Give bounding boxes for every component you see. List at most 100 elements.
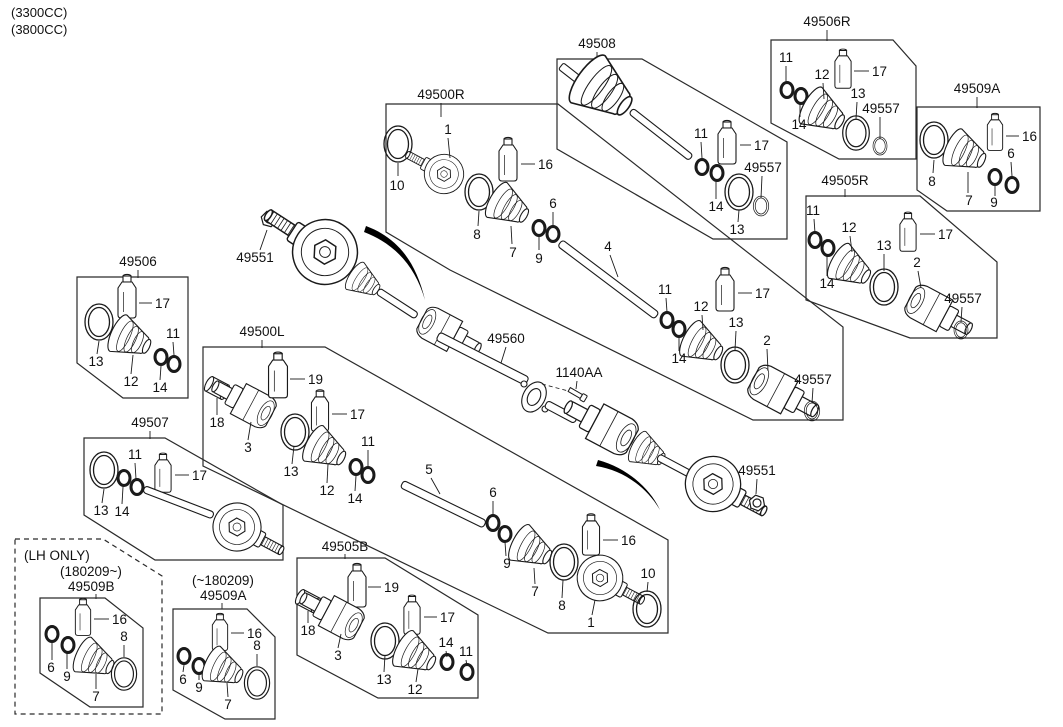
callout-9[interactable]: 9 — [535, 251, 543, 266]
callout-3[interactable]: 3 — [334, 648, 342, 663]
callout-14[interactable]: 14 — [671, 351, 687, 366]
callout-14[interactable]: 14 — [819, 276, 835, 291]
group-lh-only: (LH ONLY) (180209~) 49509B 16 6 9 7 8 — [14, 538, 163, 715]
callout-7[interactable]: 7 — [965, 193, 973, 208]
callout-13[interactable]: 13 — [283, 464, 298, 479]
callout-13[interactable]: 13 — [729, 222, 744, 237]
callout-14[interactable]: 14 — [114, 504, 130, 519]
part-number-49509A[interactable]: 49509A — [954, 81, 1001, 96]
callout-8[interactable]: 8 — [120, 629, 128, 644]
part-number-49560[interactable]: 49560 — [487, 331, 525, 346]
callout-8[interactable]: 8 — [473, 227, 481, 242]
callout-8[interactable]: 8 — [928, 174, 936, 189]
callout-7[interactable]: 7 — [92, 689, 100, 704]
callout-6[interactable]: 6 — [549, 196, 557, 211]
callout-6[interactable]: 6 — [179, 672, 187, 687]
callout-16[interactable]: 16 — [538, 157, 553, 172]
callout-11[interactable]: 11 — [166, 326, 180, 341]
callout-12[interactable]: 12 — [693, 299, 708, 314]
callout-16[interactable]: 16 — [247, 626, 262, 641]
callout-16[interactable]: 16 — [112, 612, 127, 627]
callout-12[interactable]: 12 — [407, 682, 422, 697]
callout-11[interactable]: 11 — [361, 434, 375, 449]
callout-3[interactable]: 3 — [244, 440, 252, 455]
grease-tube — [899, 211, 917, 252]
callout-13[interactable]: 13 — [728, 315, 743, 330]
callout-9[interactable]: 9 — [195, 680, 203, 695]
callout-14[interactable]: 14 — [791, 117, 807, 132]
callout-11[interactable]: 11 — [779, 50, 793, 65]
callout-2[interactable]: 2 — [763, 333, 771, 348]
callout-49557[interactable]: 49557 — [794, 372, 832, 387]
snap-ring — [724, 173, 754, 211]
callout-6[interactable]: 6 — [47, 660, 55, 675]
callout-4[interactable]: 4 — [604, 239, 612, 254]
callout-5[interactable]: 5 — [425, 462, 433, 477]
callout-11[interactable]: 11 — [658, 282, 672, 297]
lh-only-outline — [14, 538, 163, 715]
callout-16[interactable]: 16 — [621, 533, 636, 548]
callout-1[interactable]: 1 — [587, 615, 595, 630]
callout-49551[interactable]: 49551 — [738, 463, 776, 478]
callout-1140AA[interactable]: 1140AA — [555, 365, 602, 380]
callout-7[interactable]: 7 — [531, 584, 539, 599]
callout-11[interactable]: 11 — [459, 644, 473, 659]
callout-11[interactable]: 11 — [128, 447, 142, 462]
part-number-49500L[interactable]: 49500L — [239, 324, 285, 339]
callout-11[interactable]: 11 — [694, 126, 708, 141]
callout-14[interactable]: 14 — [152, 380, 168, 395]
part-number-49509A[interactable]: 49509A — [200, 588, 247, 603]
callout-13[interactable]: 13 — [850, 86, 865, 101]
part-number-49506R[interactable]: 49506R — [803, 14, 851, 29]
callout-13[interactable]: 13 — [93, 503, 108, 518]
callout-12[interactable]: 12 — [814, 67, 829, 82]
callout-14[interactable]: 14 — [438, 635, 454, 650]
callout-8[interactable]: 8 — [253, 638, 261, 653]
callout-49557[interactable]: 49557 — [862, 101, 900, 116]
callout-17[interactable]: 17 — [192, 468, 207, 483]
callout-14[interactable]: 14 — [347, 491, 363, 506]
callout-9[interactable]: 9 — [990, 195, 998, 210]
callout-17[interactable]: 17 — [755, 286, 770, 301]
callout-11[interactable]: 11 — [806, 203, 820, 218]
callout-17[interactable]: 17 — [155, 296, 170, 311]
callout-12[interactable]: 12 — [319, 483, 334, 498]
callout-18[interactable]: 18 — [300, 623, 315, 638]
callout-13[interactable]: 13 — [876, 238, 891, 253]
callout-7[interactable]: 7 — [509, 245, 517, 260]
callout-8[interactable]: 8 — [558, 598, 566, 613]
callout-17[interactable]: 17 — [938, 227, 953, 242]
callout-10[interactable]: 10 — [389, 178, 404, 193]
part-number-49507[interactable]: 49507 — [131, 415, 169, 430]
callout-10[interactable]: 10 — [640, 566, 655, 581]
callout-19[interactable]: 19 — [308, 372, 323, 387]
callout-6[interactable]: 6 — [489, 485, 497, 500]
callout-19[interactable]: 19 — [384, 580, 399, 595]
callout-2[interactable]: 2 — [913, 255, 921, 270]
callout-9[interactable]: 9 — [503, 556, 511, 571]
part-number-49505B[interactable]: 49505B — [322, 539, 369, 554]
callout-6[interactable]: 6 — [1007, 146, 1015, 161]
callout-16[interactable]: 16 — [1022, 129, 1037, 144]
callout-49557[interactable]: 49557 — [944, 291, 982, 306]
part-number-49500R[interactable]: 49500R — [417, 87, 465, 102]
callout-13[interactable]: 13 — [376, 672, 391, 687]
callout-17[interactable]: 17 — [754, 138, 769, 153]
callout-18[interactable]: 18 — [209, 415, 224, 430]
part-number-49508[interactable]: 49508 — [578, 36, 616, 51]
callout-7[interactable]: 7 — [224, 697, 232, 712]
part-number-49505R[interactable]: 49505R — [821, 173, 869, 188]
callout-13[interactable]: 13 — [88, 354, 103, 369]
callout-9[interactable]: 9 — [63, 669, 71, 684]
callout-17[interactable]: 17 — [350, 407, 365, 422]
callout-12[interactable]: 12 — [123, 374, 138, 389]
part-number-49509B[interactable]: 49509B — [68, 579, 115, 594]
callout-12[interactable]: 12 — [841, 220, 856, 235]
callout-49551[interactable]: 49551 — [236, 250, 274, 265]
callout-1[interactable]: 1 — [444, 122, 452, 137]
callout-14[interactable]: 14 — [708, 199, 724, 214]
callout-17[interactable]: 17 — [440, 610, 455, 625]
callout-49557[interactable]: 49557 — [744, 160, 782, 175]
part-number-49506[interactable]: 49506 — [119, 254, 157, 269]
callout-17[interactable]: 17 — [872, 64, 887, 79]
